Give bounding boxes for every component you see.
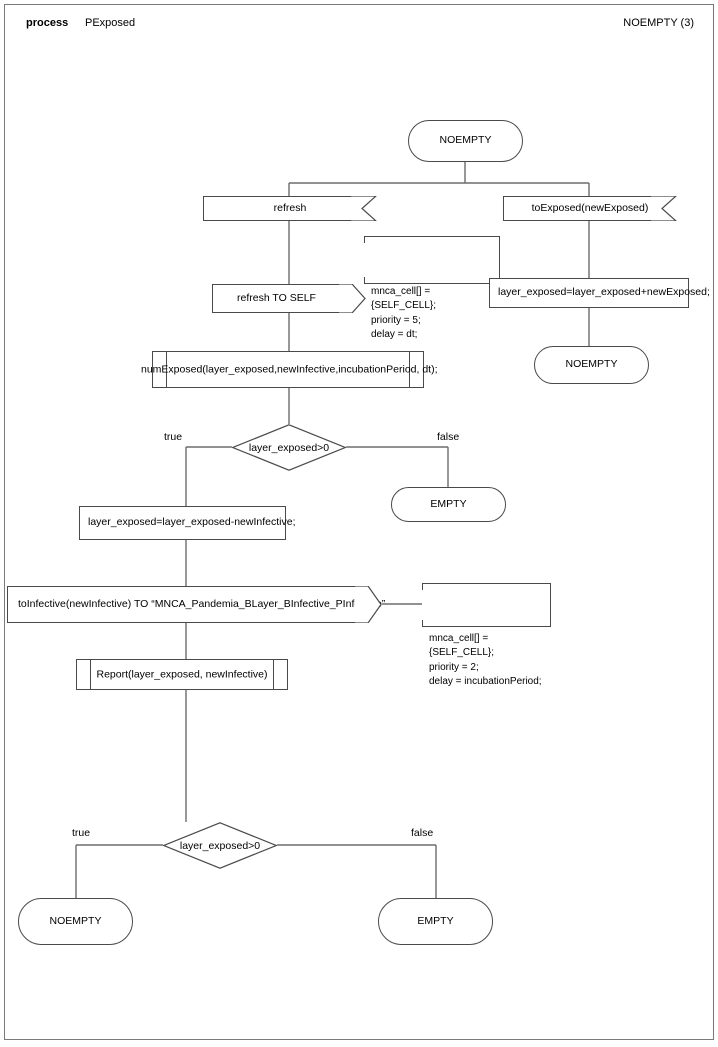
task-label: layer_exposed=layer_exposed-newInfective… — [88, 516, 296, 529]
procedure-call-report[interactable]: Report(layer_exposed, newInfective) — [76, 659, 288, 690]
note-bracket-top — [421, 583, 423, 590]
note-bracket-bottom — [363, 277, 365, 284]
header-kind: process — [26, 17, 69, 29]
decision-label: layer_exposed>0 — [179, 839, 261, 852]
output-point-icon — [355, 586, 382, 623]
branch-label-false-top: false — [437, 431, 460, 443]
decision-layer-exposed-top[interactable]: layer_exposed>0 — [232, 424, 346, 471]
state-empty-bottom[interactable]: EMPTY — [378, 898, 493, 945]
state-noempty-right[interactable]: NOEMPTY — [534, 346, 649, 384]
state-noempty-bottom[interactable]: NOEMPTY — [18, 898, 133, 945]
note-refresh-parameters: mnca_cell[] = {SELF_CELL}; priority = 5;… — [363, 236, 500, 340]
note-infective-parameters: mnca_cell[] = {SELF_CELL}; priority = 2;… — [421, 583, 551, 687]
input-notch-icon — [651, 196, 677, 221]
state-label: NOEMPTY — [565, 358, 618, 371]
note-bracket-top — [363, 236, 365, 243]
state-label: EMPTY — [430, 497, 467, 510]
proc-bar-right — [409, 352, 410, 387]
diamond-shape-icon — [232, 424, 346, 471]
input-refresh[interactable]: refresh — [203, 196, 377, 221]
state-label: NOEMPTY — [439, 134, 492, 147]
decision-label: layer_exposed>0 — [248, 441, 330, 454]
note-text: mnca_cell[] = {SELF_CELL}; priority = 2;… — [429, 632, 542, 688]
input-label: refresh — [273, 201, 307, 214]
procedure-call-num-exposed[interactable]: numExposed(layer_exposed,newInfective,in… — [141, 351, 438, 388]
proc-bar-left — [166, 352, 167, 387]
note-bracket-bottom — [421, 620, 423, 627]
procedure-label: numExposed(layer_exposed,newInfective,in… — [141, 362, 438, 375]
note-text: mnca_cell[] = {SELF_CELL}; priority = 5;… — [371, 285, 437, 341]
proc-bar-left — [90, 660, 91, 689]
header-process-name: PExposed — [85, 17, 136, 29]
state-noempty-start[interactable]: NOEMPTY — [408, 120, 523, 162]
output-to-infective[interactable]: toInfective(newInfective) TO “MNCA_Pande… — [7, 586, 385, 623]
task-add-new-exposed[interactable]: layer_exposed=layer_exposed+newExposed; — [489, 278, 710, 308]
output-refresh-to-self[interactable]: refresh TO SELF — [212, 284, 366, 313]
proc-bar-right — [273, 660, 274, 689]
branch-label-true-bottom: true — [72, 827, 91, 839]
task-label: layer_exposed=layer_exposed+newExposed; — [498, 286, 710, 299]
state-label: NOEMPTY — [49, 914, 102, 927]
output-label: toInfective(newInfective) TO “MNCA_Pande… — [18, 597, 386, 610]
output-point-icon — [339, 284, 366, 313]
input-label: toExposed(newExposed) — [531, 201, 649, 214]
decision-layer-exposed-bottom[interactable]: layer_exposed>0 — [163, 822, 277, 869]
input-notch-icon — [351, 196, 377, 221]
branch-label-true-top: true — [164, 431, 183, 443]
input-to-exposed[interactable]: toExposed(newExposed) — [503, 196, 677, 221]
state-label: EMPTY — [417, 914, 454, 927]
header-state-reference: NOEMPTY (3) — [623, 17, 694, 29]
procedure-label: Report(layer_exposed, newInfective) — [96, 667, 268, 680]
state-empty-top[interactable]: EMPTY — [391, 487, 506, 522]
branch-label-false-bottom: false — [411, 827, 434, 839]
output-label: refresh TO SELF — [237, 291, 316, 304]
diamond-shape-icon — [163, 822, 277, 869]
task-subtract-new-infective[interactable]: layer_exposed=layer_exposed-newInfective… — [79, 506, 296, 540]
